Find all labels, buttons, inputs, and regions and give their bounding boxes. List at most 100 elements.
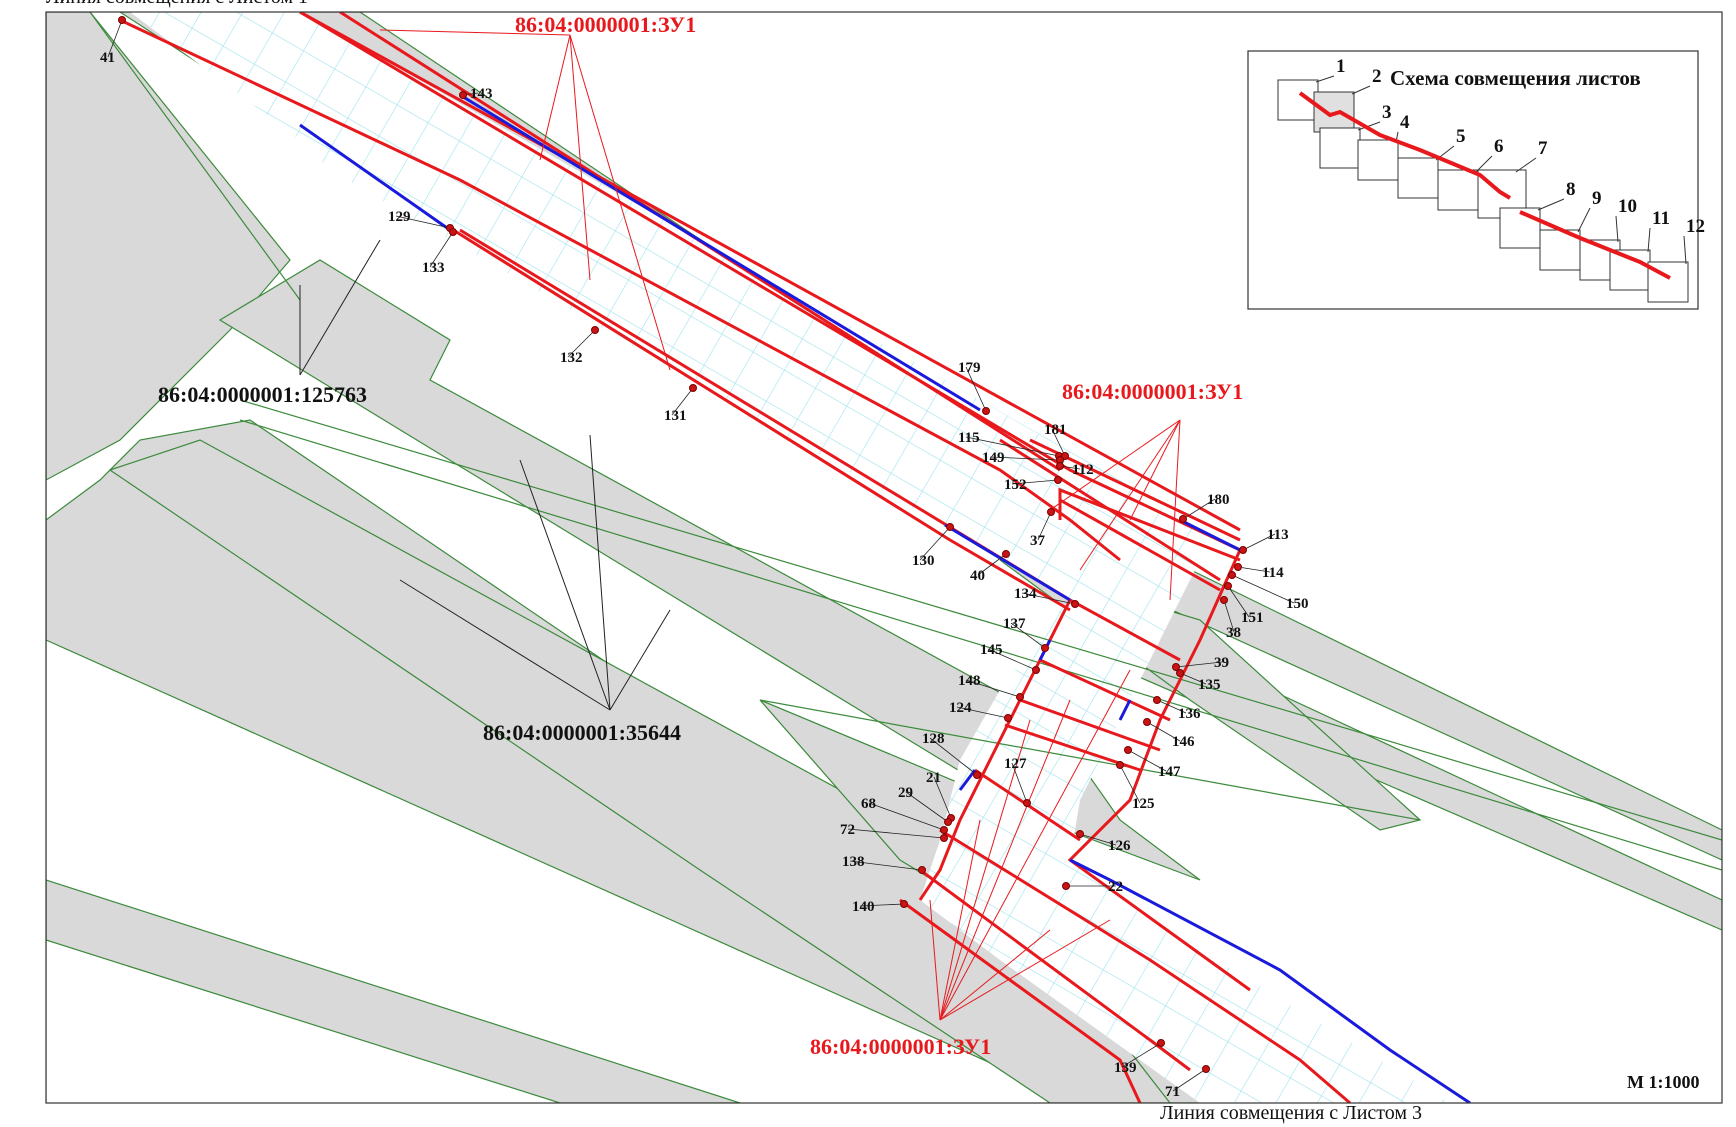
boundary-point-label: 181 (1044, 422, 1067, 438)
green-outlines (46, 12, 1722, 1103)
point-leader (1227, 585, 1250, 618)
inset-sheet-box (1499, 207, 1541, 249)
inset-sheet-leader (1475, 155, 1493, 173)
point-leader (859, 903, 905, 907)
point-leader (1179, 672, 1207, 685)
leader-lines-red (379, 29, 1181, 1021)
boundary-point-label: 129 (388, 209, 411, 225)
boundary-point-marker (1157, 1039, 1165, 1047)
point-leader (1079, 833, 1117, 846)
boundary-point-marker (1179, 515, 1187, 523)
boundary-point-marker (1124, 746, 1132, 754)
inset-sheet-number: 10 (1618, 196, 1637, 217)
boundary-point-label: 39 (1214, 655, 1229, 671)
boundary-point-label: 71 (1165, 1084, 1180, 1100)
boundary-point-marker (1002, 550, 1010, 558)
inset-sheet-leader (1615, 215, 1619, 243)
inset-sheet-leader (1683, 235, 1687, 265)
point-leader (1223, 599, 1235, 633)
point-leader (1011, 762, 1028, 804)
boundary-point-marker (1076, 830, 1084, 838)
boundary-point-marker (1062, 882, 1070, 890)
point-leader (987, 648, 1037, 671)
leader-lines-black (299, 239, 671, 711)
boundary-point-label: 139 (1114, 1060, 1137, 1076)
point-leader (989, 456, 1061, 461)
inset-sheet-number: 4 (1400, 112, 1410, 133)
boundary-point-label: 72 (840, 822, 855, 838)
boundary-point-label: 131 (664, 408, 687, 424)
blue-boundaries (299, 93, 1471, 1103)
boundary-point-marker (449, 228, 457, 236)
boundary-point-marker (591, 326, 599, 334)
boundary-point-label: 38 (1226, 625, 1241, 641)
inset-sheet-number: 9 (1592, 188, 1602, 209)
boundary-point-marker (900, 900, 908, 908)
point-leader (977, 553, 1007, 576)
boundary-point-label: 143 (470, 86, 493, 102)
boundary-point-label: 134 (1014, 586, 1037, 602)
inset-sheet-leader (1315, 75, 1335, 83)
boundary-point-label: 21 (926, 770, 941, 786)
boundary-point-label: 113 (1267, 527, 1289, 543)
map-frame (45, 11, 1723, 1104)
inset-sheet-number: 8 (1566, 179, 1576, 200)
boundary-point-marker (982, 407, 990, 415)
point-leader (1175, 661, 1223, 668)
point-leader (107, 19, 123, 58)
inset-sheet-box (1313, 91, 1355, 133)
boundary-point-label: 147 (1158, 764, 1181, 780)
point-leader (847, 828, 945, 839)
boundary-point-label: 68 (861, 796, 876, 812)
scale-label: М 1:1000 (1627, 1072, 1699, 1092)
inset-sheet-number: 2 (1372, 66, 1382, 87)
boundary-point-marker (1116, 761, 1124, 769)
boundary-point-label: 137 (1003, 616, 1026, 632)
boundary-point-label: 136 (1178, 706, 1201, 722)
boundary-point-label: 29 (898, 785, 913, 801)
land-upper-left (46, 12, 291, 481)
inset-route-2 (1519, 210, 1671, 280)
boundary-point-label: 135 (1198, 677, 1221, 693)
point-leader (671, 387, 694, 416)
parcel-label-zu1-top: 86:04:0000001:ЗУ1 (515, 12, 696, 37)
bottom-match-line-note: Линия совмещения с Листом 3 (1160, 1102, 1423, 1124)
inset-sheet-box (1357, 139, 1399, 181)
boundary-point-marker (1228, 571, 1236, 579)
boundary-point-marker (1234, 563, 1242, 571)
point-leader (1182, 498, 1216, 520)
boundary-point-label: 125 (1132, 796, 1155, 812)
point-leader (1237, 566, 1271, 573)
boundary-point-label: 138 (842, 854, 865, 870)
inset-sheet-leader (1351, 85, 1371, 95)
point-leader (429, 231, 454, 268)
inset-sheet-leader (1515, 157, 1537, 173)
boundary-point-marker (1047, 508, 1055, 516)
boundary-point-marker (1023, 799, 1031, 807)
boundary-point-label: 126 (1108, 838, 1131, 854)
boundary-point-label: 124 (949, 700, 972, 716)
boundary-point-label: 152 (1004, 477, 1027, 493)
boundary-point-label: 145 (980, 642, 1003, 658)
point-leader (1037, 511, 1052, 541)
point-leader (929, 737, 978, 776)
point-leader (965, 679, 1021, 698)
point-leader (395, 215, 451, 229)
inset-sheet-leader (1577, 207, 1591, 233)
boundary-point-label: 140 (852, 899, 875, 915)
point-leader (1121, 1042, 1162, 1068)
point-leader (1010, 622, 1046, 649)
boundary-point-marker (1071, 600, 1079, 608)
boundary-point-label: 179 (958, 360, 981, 376)
boundary-point-label: 148 (958, 673, 981, 689)
boundary-point-label: 151 (1241, 610, 1264, 626)
inset-sheet-number: 6 (1494, 136, 1504, 157)
point-leader (849, 860, 923, 871)
point-leader (956, 706, 1009, 719)
inset-sheet-number: 3 (1382, 102, 1392, 123)
boundary-point-label: 149 (982, 450, 1005, 466)
boundary-point-marker (1032, 666, 1040, 674)
